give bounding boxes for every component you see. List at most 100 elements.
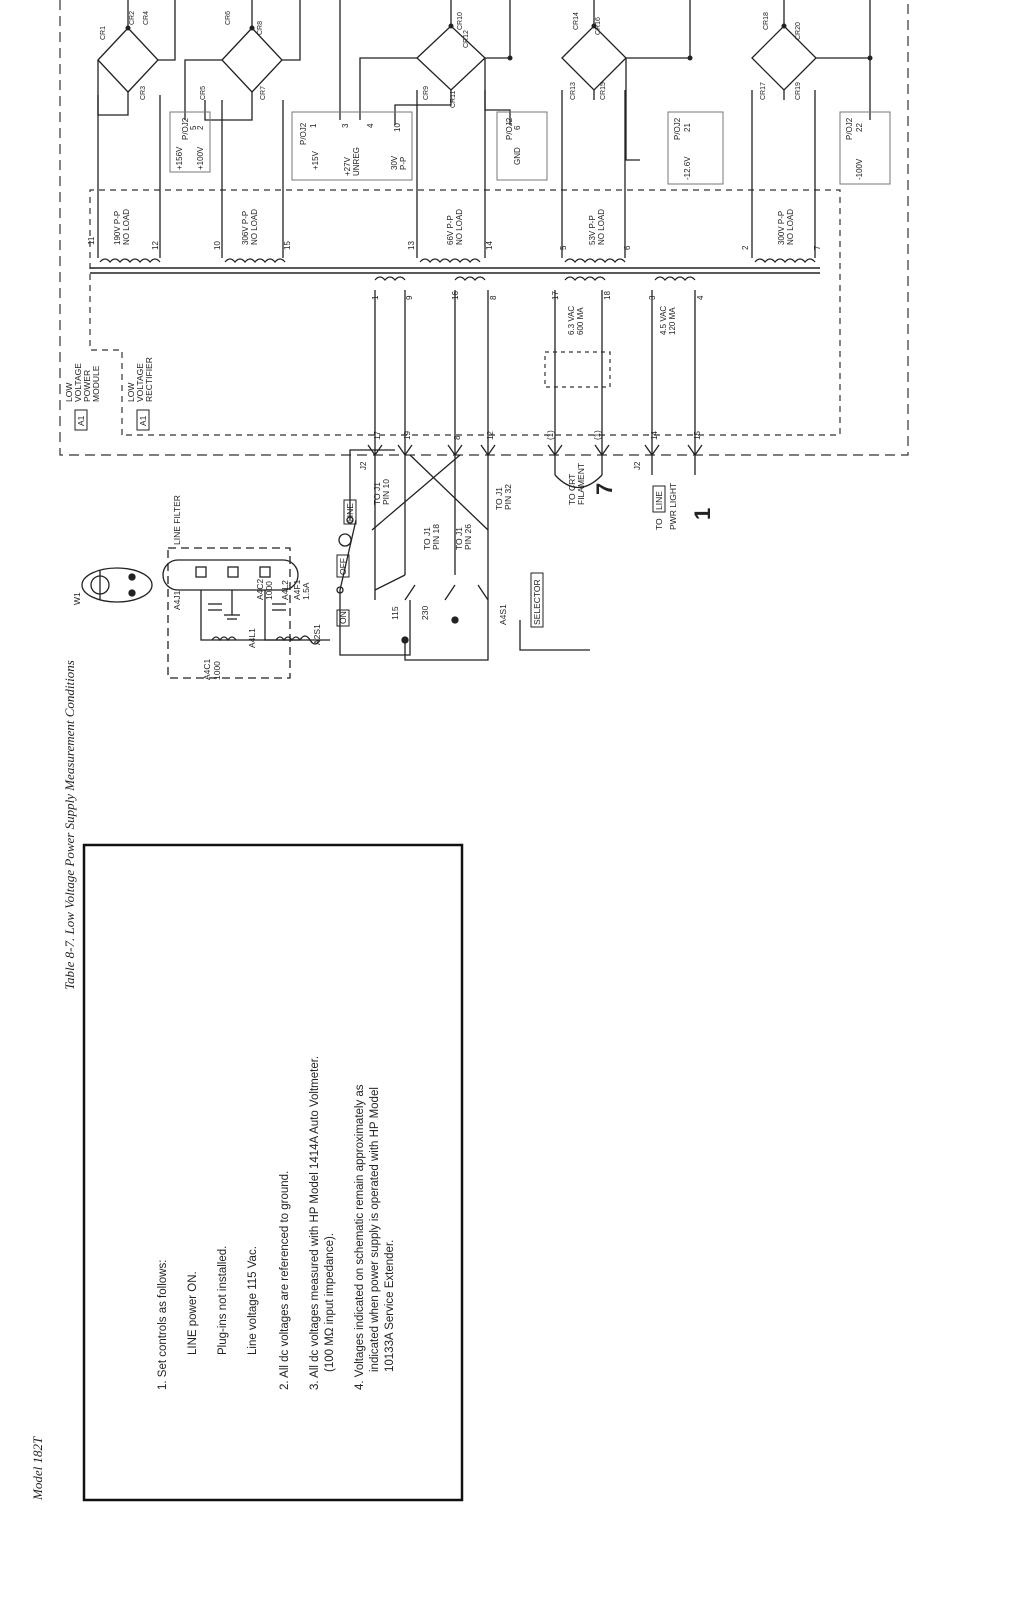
a4l1-label: A4L1 xyxy=(247,628,257,648)
w2-pin-a: 10 xyxy=(213,241,222,250)
out5-p1: 22 xyxy=(855,123,864,132)
v115-label: 115 xyxy=(390,606,400,620)
pri-pin-17: 17 xyxy=(551,291,560,300)
out4-conn: P/OJ2 xyxy=(673,117,682,140)
w5-volt: 300V P-P xyxy=(777,211,786,245)
a4l2-label: A4L2 xyxy=(280,580,290,600)
out2-v2: +27V xyxy=(343,156,352,176)
bridge-2-diamond xyxy=(221,27,283,93)
w3-pin-a: 13 xyxy=(407,241,416,250)
w4-pin-b: 6 xyxy=(623,245,632,250)
a4j1-label: A4J1 xyxy=(172,590,182,610)
pin-19: 19 xyxy=(403,431,412,440)
line-filter-label: LINE FILTER xyxy=(172,495,182,545)
note-2: 2. All dc voltages are referenced to gro… xyxy=(279,1171,291,1390)
cr18: CR18 xyxy=(763,12,770,30)
a4s1-label: A4S1 xyxy=(498,604,508,625)
out3-conn: P/OJ2 xyxy=(505,117,514,140)
out1-p1: 5 xyxy=(189,125,198,130)
sec-a-2: 600 MA xyxy=(576,307,585,335)
pri-pin-18: 18 xyxy=(603,291,612,300)
cr9: CR9 xyxy=(423,86,430,100)
pri-pin-3: 3 xyxy=(648,295,657,300)
w4-pin-a: 5 xyxy=(559,245,568,250)
out2-v4b: P-P xyxy=(399,157,408,170)
out2-p2: 3 xyxy=(341,123,350,128)
module-outlines xyxy=(59,0,909,456)
on-label: ON xyxy=(338,611,348,624)
a4f1-value: 1.5A xyxy=(301,582,311,600)
sec-b-1: 4.5 VAC xyxy=(659,306,668,335)
out1-conn: P/OJ2 xyxy=(181,117,190,140)
a1-rect-label-2: VOLTAGE xyxy=(135,363,145,402)
a4c2-value: 1000 xyxy=(264,581,274,600)
a4f1-label: A4F1 xyxy=(292,579,302,600)
pin-8: 8 xyxy=(453,435,462,440)
transformer-labels: 1 9 16 8 17 18 3 4 6.3 VAC 600 MA 4.5 VA… xyxy=(87,209,822,335)
j2-b: J2 xyxy=(633,461,642,470)
a4c2-label: A4C2 xyxy=(255,578,265,600)
out4-v1: -12.6V xyxy=(683,156,692,180)
line-input xyxy=(81,449,411,679)
cr16: CR16 xyxy=(595,17,602,35)
out2-p3: 4 xyxy=(366,123,375,128)
a2s1-label: A2S1 xyxy=(312,624,322,645)
line-filter-box xyxy=(167,547,291,679)
w4-volt: 53V P-P xyxy=(588,215,597,245)
output-boxes xyxy=(169,111,891,185)
pin-1a: (1) xyxy=(546,430,555,440)
table-8-7: Model 182T Table 8-7. Low Voltage Power … xyxy=(30,660,464,1502)
to-line-box: LINE xyxy=(654,491,664,510)
w4-load: NO LOAD xyxy=(597,209,606,245)
line-indicator-icon xyxy=(338,533,352,547)
pin-12: 12 xyxy=(486,431,495,440)
note-1b: Plug-ins not installed. xyxy=(217,1246,229,1355)
cr20: CR20 xyxy=(795,22,802,40)
a1-power-tag: A1 xyxy=(76,415,86,426)
pri-pin-4: 4 xyxy=(696,295,705,300)
bridge-4-diamond xyxy=(561,25,627,91)
table-title: Table 8-7. Low Voltage Power Supply Meas… xyxy=(62,660,77,990)
to-line-a: TO xyxy=(654,518,664,530)
to-j1-pin18-b: PIN 18 xyxy=(431,524,441,550)
note-1: 1. Set controls as follows: xyxy=(157,1260,169,1390)
w2-volt: 306V P-P xyxy=(241,211,250,245)
w1-volt: 190V P-P xyxy=(113,211,122,245)
crt-shield-outline xyxy=(544,351,611,388)
cr3: CR3 xyxy=(140,86,147,100)
output-box-2 xyxy=(291,111,413,181)
to-j1-pin32-b: PIN 32 xyxy=(503,484,513,510)
to-j1-pin10-a: TO J1 xyxy=(372,482,382,505)
a1-rect-label-1: LOW xyxy=(126,383,136,402)
out2-p4: 10 xyxy=(393,123,402,132)
w2-load: NO LOAD xyxy=(250,209,259,245)
note-4c: 10133A Service Extender. xyxy=(384,1240,396,1372)
w3-volt: 66V P-P xyxy=(446,215,455,245)
bridge-3-diamond xyxy=(416,25,486,91)
a1-power-label-4: MODULE xyxy=(91,365,101,402)
cr10: CR10 xyxy=(457,12,464,30)
connector-labels: J2 J2 17 19 8 12 (1) (1) 14 15 xyxy=(359,430,702,470)
cr1: CR1 xyxy=(100,26,107,40)
w1-load: NO LOAD xyxy=(122,209,131,245)
a4j1-receptacle-icon xyxy=(162,559,299,591)
bridge-rectifiers xyxy=(97,0,871,161)
input-labels: W1 A4J1 LINE FILTER A4C1 1000 A4C2 1000 … xyxy=(72,463,715,680)
transformer xyxy=(90,90,820,455)
cr8: CR8 xyxy=(257,21,264,35)
cr2: CR2 xyxy=(129,11,136,25)
out2-v1: +15V xyxy=(311,150,320,170)
note-3: 3. All dc voltages measured with HP Mode… xyxy=(309,1056,321,1390)
out2-p1: 1 xyxy=(309,123,318,128)
out1-v2: +100V xyxy=(196,146,205,170)
bridge-1-diamond xyxy=(97,27,159,93)
v230-label: 230 xyxy=(420,606,430,620)
cr11: CR11 xyxy=(450,91,457,108)
pin-1b: (1) xyxy=(593,430,602,440)
cr7: CR7 xyxy=(260,86,267,100)
out4-p1: 21 xyxy=(683,123,692,132)
output-box-3 xyxy=(496,111,548,181)
pri-pin-16: 16 xyxy=(451,291,460,300)
cr6: CR6 xyxy=(225,11,232,25)
